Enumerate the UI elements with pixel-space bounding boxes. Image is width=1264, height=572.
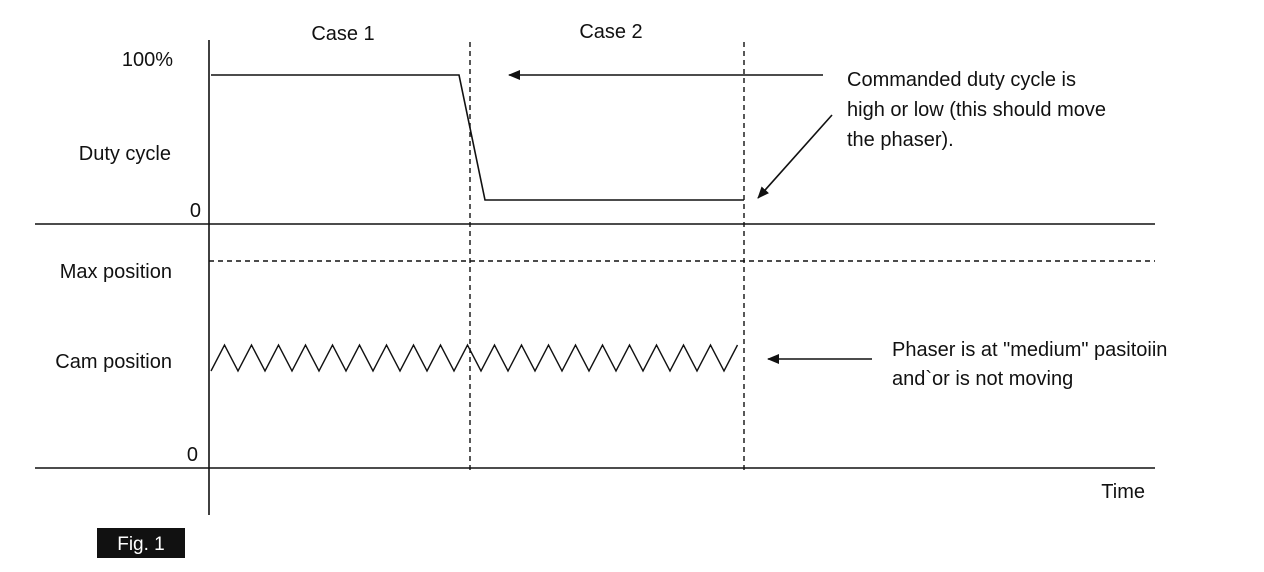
duty-annotation-diagonal-arrow (757, 114, 833, 199)
phaser-annotation-line-1: Phaser is at "medium" pasitoiin (892, 339, 1167, 361)
figure-label: Fig. 1 (117, 534, 165, 555)
duty-annotation-line-2: high or low (this should move (847, 99, 1106, 121)
duty-annotation-line-1: Commanded duty cycle is (847, 69, 1076, 91)
time-axis-label: Time (1101, 481, 1145, 503)
figure-label-box (97, 528, 185, 558)
case-1-label: Case 1 (311, 23, 374, 45)
cam-position-trace (210, 343, 739, 373)
bottom-zero-label: 0 (187, 444, 198, 466)
top-max-label: 100% (122, 49, 173, 71)
max-position-label: Max position (60, 261, 172, 283)
top-zero-label: 0 (190, 200, 201, 222)
duty-annotation-line-3: the phaser). (847, 129, 954, 151)
case-2-label: Case 2 (579, 21, 642, 43)
phaser-annotation-line-2: and`or is not moving (892, 368, 1073, 390)
duty-cycle-trace (211, 74, 744, 201)
duty-cycle-label: Duty cycle (79, 143, 171, 165)
cam-position-label: Cam position (55, 351, 172, 373)
